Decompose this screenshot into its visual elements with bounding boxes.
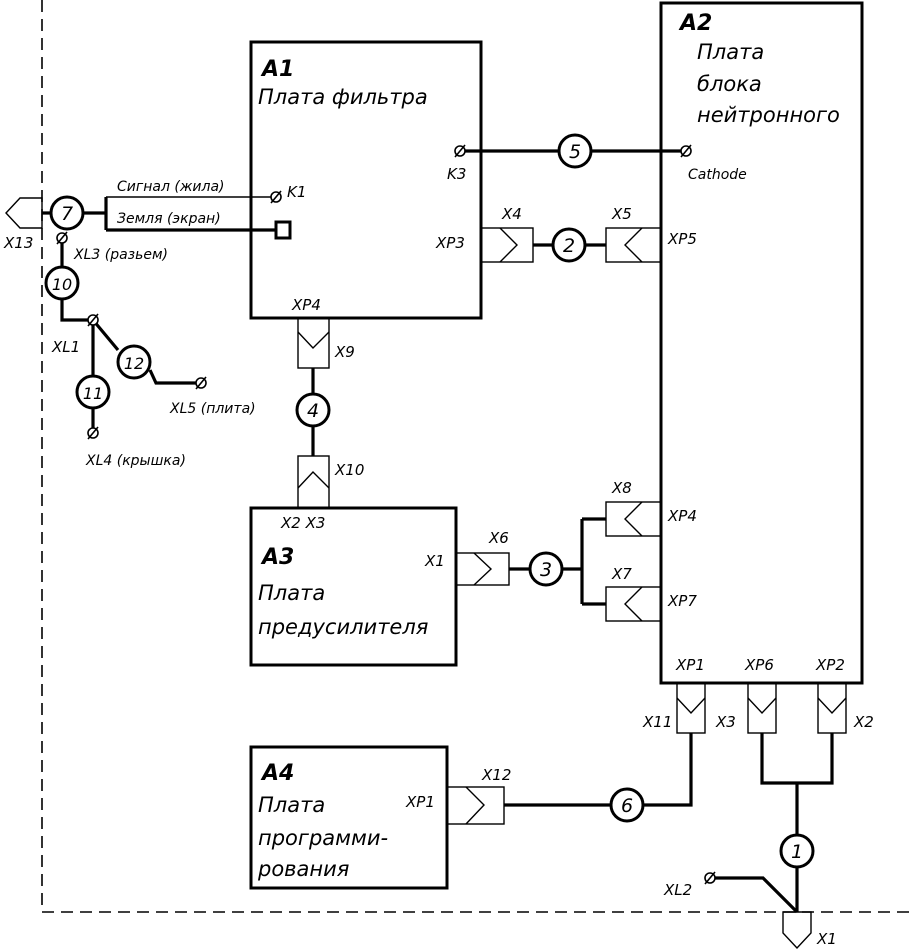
label-xp1-a2: XP1 — [675, 656, 705, 674]
label-x9: X9 — [334, 343, 355, 361]
connector-x8 — [605, 501, 662, 537]
label-xl3: XL3 (разьем) — [73, 247, 168, 263]
plug-x1 — [782, 911, 812, 949]
block-a4-ref: A4 — [260, 761, 294, 786]
label-xl2: XL2 — [663, 881, 692, 899]
label-xp4-a2: XP4 — [667, 507, 697, 525]
svg-text:3: 3 — [540, 559, 552, 581]
cable-7: 7 — [49, 195, 85, 231]
block-a1-name: Плата фильтра — [258, 85, 428, 109]
connector-x4 — [480, 227, 534, 263]
svg-text:10: 10 — [52, 275, 72, 294]
label-xp5: XP5 — [667, 230, 697, 248]
cable-6: 6 — [609, 787, 645, 823]
block-a3-name-1: Плата — [258, 581, 325, 605]
label-x12: X12 — [481, 766, 511, 784]
connector-x10 — [297, 455, 330, 509]
terminal-xl4 — [87, 426, 99, 440]
wire-cable-12 — [91, 318, 201, 385]
block-a3-ref: A3 — [260, 545, 294, 570]
label-xl1: XL1 — [51, 338, 80, 356]
svg-text:4: 4 — [307, 400, 319, 422]
block-a1 — [249, 40, 483, 320]
label-k3: K3 — [447, 165, 466, 183]
cable-10: 10 — [44, 265, 80, 301]
label-xl5: XL5 (плита) — [169, 401, 256, 417]
block-a2-name-1: Плата — [697, 40, 764, 64]
label-x10: X10 — [334, 461, 364, 479]
cable-2: 2 — [551, 227, 587, 263]
block-a4-name-1: Плата — [258, 793, 325, 817]
label-x6: X6 — [488, 529, 509, 547]
svg-text:11: 11 — [83, 384, 103, 403]
label-x2: X2 — [853, 713, 874, 731]
label-xp2: XP2 — [815, 656, 845, 674]
wire-xl2 — [710, 876, 799, 914]
block-a1-ref: A1 — [260, 57, 294, 82]
label-x11: X11 — [642, 713, 672, 731]
label-xp1-a4: XP1 — [405, 793, 435, 811]
connector-x9 — [297, 317, 330, 369]
cable-12: 12 — [116, 344, 152, 380]
svg-text:2: 2 — [563, 235, 575, 257]
terminal-xl2 — [704, 871, 716, 885]
label-x7: X7 — [611, 565, 632, 583]
cable-1: 1 — [779, 833, 815, 869]
label-x5: X5 — [611, 205, 632, 223]
label-signal: Сигнал (жила) — [117, 179, 225, 195]
label-xp4-a1: XP4 — [291, 296, 321, 314]
block-a3 — [249, 506, 458, 667]
svg-text:6: 6 — [621, 795, 633, 817]
block-a4-name-2: программи- — [258, 826, 388, 850]
connector-x7 — [605, 586, 662, 622]
label-k1: K1 — [287, 183, 306, 201]
terminal-cathode — [680, 144, 692, 158]
label-xp7: XP7 — [667, 592, 697, 610]
terminal-xl3 — [56, 231, 68, 245]
terminal-xl5 — [195, 376, 207, 390]
block-a2 — [659, 1, 864, 685]
cable-11: 11 — [75, 374, 111, 410]
label-xp6: XP6 — [744, 656, 774, 674]
label-x1-out: X1 — [816, 930, 837, 948]
connector-x3 — [747, 682, 777, 734]
block-a2-name-3: нейтронного — [697, 103, 840, 127]
cable-3: 3 — [528, 551, 564, 587]
block-a3-name-2: предусилителя — [258, 615, 428, 639]
block-a2-name-2: блока — [697, 72, 762, 96]
terminal-k3 — [454, 144, 466, 158]
wire-cable-6 — [504, 733, 693, 807]
label-x3: X3 — [715, 713, 736, 731]
label-x2x3: X2 X3 — [280, 514, 325, 532]
terminal-xl1 — [87, 313, 99, 327]
plug-x13 — [5, 197, 43, 229]
block-a4-name-3: рования — [257, 857, 349, 881]
wire-cable-1 — [760, 733, 834, 912]
svg-text:12: 12 — [124, 354, 144, 373]
cable-4: 4 — [295, 392, 331, 428]
connector-x2 — [817, 682, 847, 734]
label-xp3-a1: XP3 — [435, 234, 465, 252]
cable-5: 5 — [557, 133, 593, 169]
label-x4: X4 — [501, 205, 522, 223]
svg-text:5: 5 — [569, 141, 581, 163]
connector-x12 — [446, 786, 505, 825]
label-x13: X13 — [3, 234, 33, 252]
svg-text:7: 7 — [61, 203, 73, 225]
wire-cable-10 — [60, 238, 93, 322]
ground-terminal — [274, 220, 292, 240]
terminal-k1 — [270, 190, 282, 204]
label-cathode: Cathode — [688, 167, 747, 183]
connector-x5 — [605, 227, 662, 263]
label-xl4: XL4 (крышка) — [85, 453, 186, 469]
enclosure-frame — [41, 0, 913, 913]
label-x1-a3: X1 — [424, 552, 445, 570]
label-x8: X8 — [611, 479, 632, 497]
label-ground: Земля (экран) — [117, 211, 221, 227]
connector-x11 — [676, 682, 706, 734]
svg-text:1: 1 — [791, 841, 803, 863]
connector-x6 — [455, 552, 510, 586]
block-a2-ref: A2 — [678, 11, 712, 36]
